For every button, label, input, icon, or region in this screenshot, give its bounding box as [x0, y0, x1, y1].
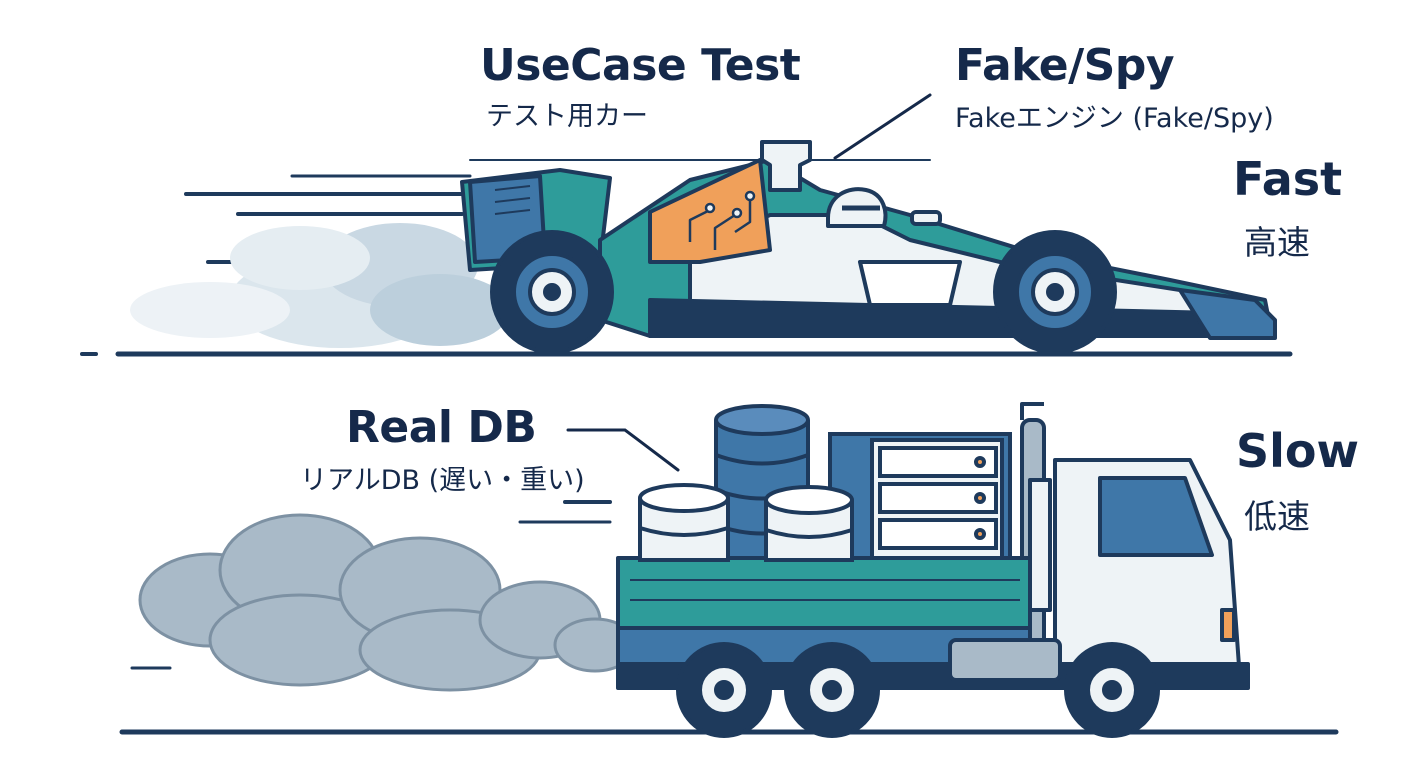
fake-spy-title: Fake/Spy [955, 40, 1175, 91]
server-rack-icon [828, 432, 1012, 560]
bottom-exhaust-cloud [138, 513, 637, 692]
fake-spy-callout-line [833, 93, 932, 160]
fast-label: Fast [1233, 152, 1343, 206]
race-car-icon [460, 140, 1277, 340]
real-db-title: Real DB [346, 402, 537, 453]
top-exhaust-cloud [130, 223, 510, 348]
slow-label-ja: 低速 [1244, 497, 1310, 536]
real-db-subtitle: リアルDB (遅い・重い) [300, 465, 585, 496]
fake-spy-subtitle: Fakeエンジン (Fake/Spy) [955, 103, 1274, 134]
database-icon [638, 404, 854, 562]
fast-label-ja: 高速 [1244, 223, 1310, 262]
usecase-test-subtitle: テスト用カー [486, 101, 648, 132]
race-car-wheels [490, 230, 1117, 354]
top-speed-lines [80, 159, 1293, 357]
slow-label: Slow [1236, 424, 1359, 478]
usecase-test-title: UseCase Test [480, 40, 801, 91]
truck-wheels [676, 642, 1160, 738]
real-db-callout-line [566, 428, 680, 472]
